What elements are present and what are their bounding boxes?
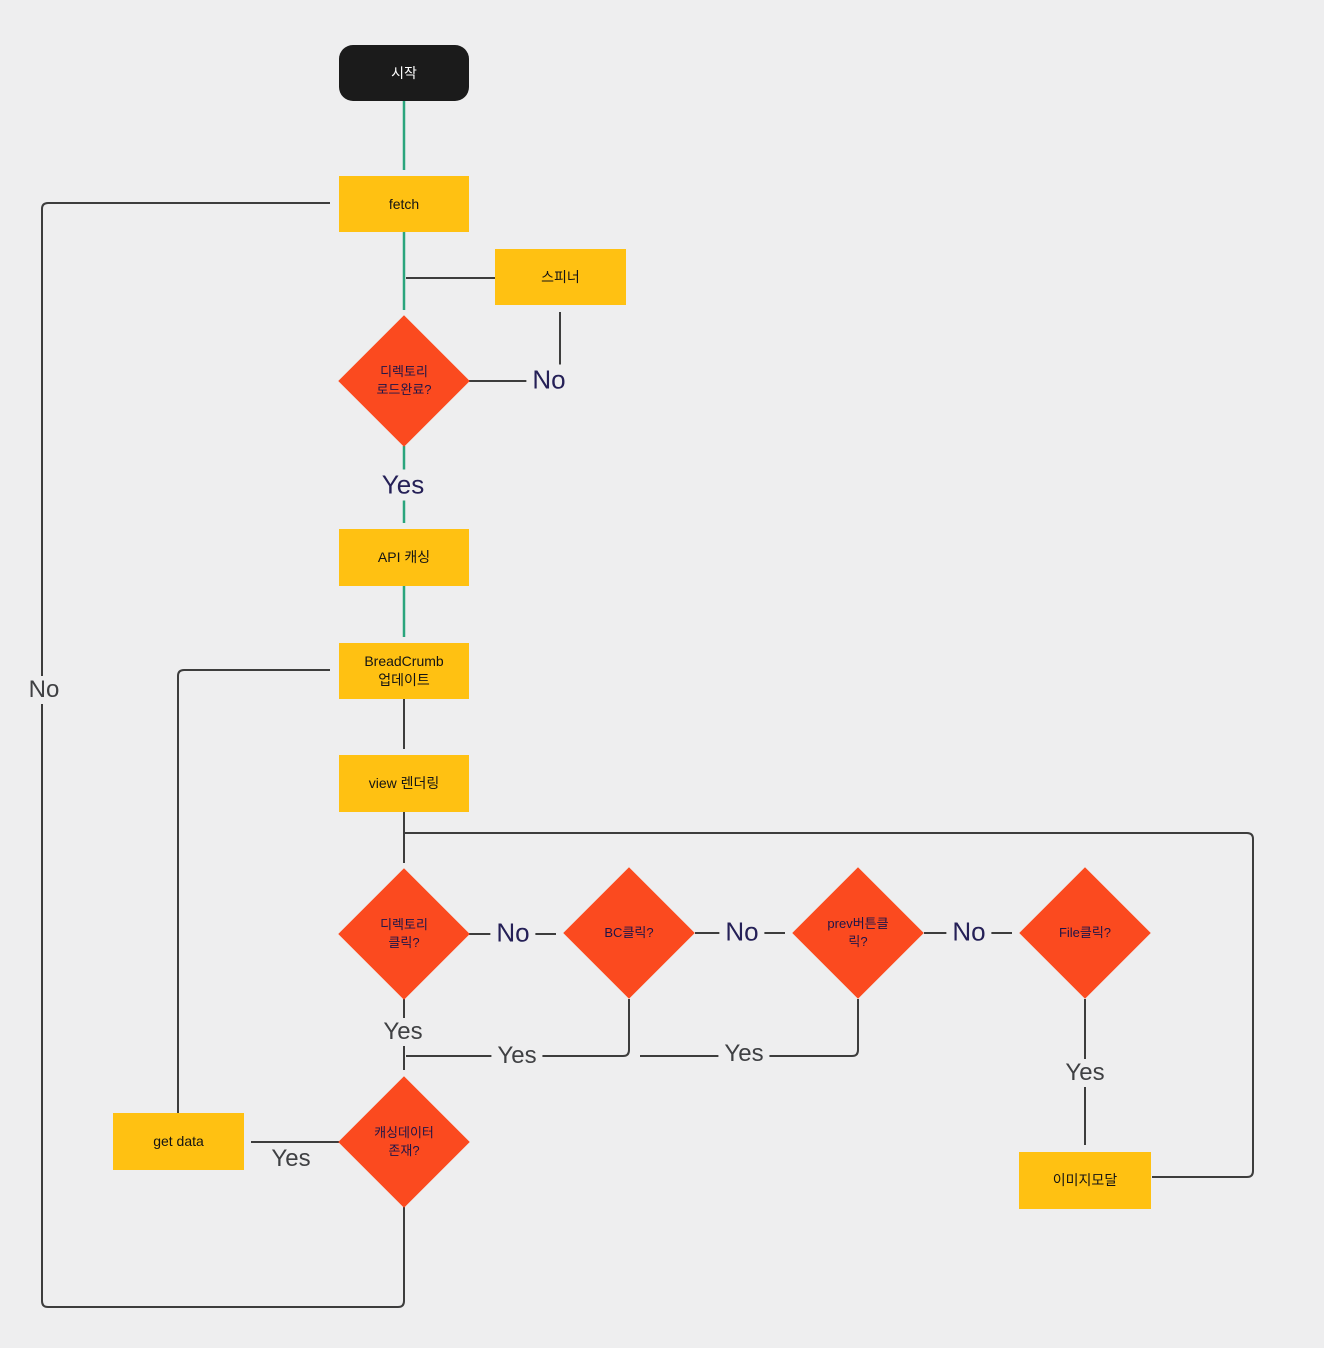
- node-spinner[interactable]: 스피너: [495, 249, 626, 305]
- node-label: 디렉토리 클릭?: [380, 916, 428, 950]
- node-label: BC클릭?: [604, 924, 654, 940]
- node-api-caching[interactable]: API 캐싱: [339, 529, 469, 586]
- node-bc-click[interactable]: BC클릭?: [563, 867, 695, 999]
- node-view-render[interactable]: view 렌더링: [339, 755, 469, 812]
- edge-label-bc-yes: Yes: [491, 1042, 543, 1070]
- edge-label-bc-no: No: [719, 916, 765, 948]
- node-label: prev버튼클 릭?: [827, 915, 889, 949]
- node-start[interactable]: 시작: [339, 45, 469, 101]
- edge-label-load-yes: Yes: [375, 469, 431, 501]
- edge-label-prev-yes: Yes: [718, 1040, 770, 1068]
- edge-label-file-yes: Yes: [1059, 1059, 1111, 1087]
- node-dir-click[interactable]: 디렉토리 클릭?: [338, 868, 470, 1000]
- node-get-data[interactable]: get data: [113, 1113, 244, 1170]
- node-label: 디렉토리 로드완료?: [376, 363, 432, 397]
- edge-imagemodal-return-loop: [404, 832, 1254, 1178]
- node-label: File클릭?: [1058, 924, 1112, 940]
- node-label: 캐싱데이터 존재?: [374, 1124, 434, 1158]
- edge-label-load-no: No: [526, 364, 572, 396]
- node-file-click[interactable]: File클릭?: [1019, 867, 1151, 999]
- edge-label-loop-no: No: [22, 676, 66, 704]
- edge-label-dir-yes: Yes: [377, 1018, 429, 1046]
- edge-cache-no-to-fetch-loop: [41, 202, 405, 1308]
- node-breadcrumb-update[interactable]: BreadCrumb 업데이트: [339, 643, 469, 699]
- edge-getdata-to-breadcrumb-loop: [177, 669, 330, 1113]
- node-fetch[interactable]: fetch: [339, 176, 469, 232]
- edge-label-prev-no: No: [946, 916, 992, 948]
- edge-label-dir-no: No: [490, 917, 536, 949]
- edge-bcclick-yes-merge: [406, 999, 630, 1057]
- node-prev-button-click[interactable]: prev버튼클 릭?: [792, 867, 924, 999]
- node-cache-data-exists[interactable]: 캐싱데이터 존재?: [338, 1076, 470, 1208]
- edge-prevclick-yes-merge: [640, 999, 859, 1057]
- node-image-modal[interactable]: 이미지모달: [1019, 1152, 1151, 1209]
- node-dir-load-complete[interactable]: 디렉토리 로드완료?: [338, 315, 470, 447]
- edge-label-cache-yes: Yes: [265, 1145, 317, 1173]
